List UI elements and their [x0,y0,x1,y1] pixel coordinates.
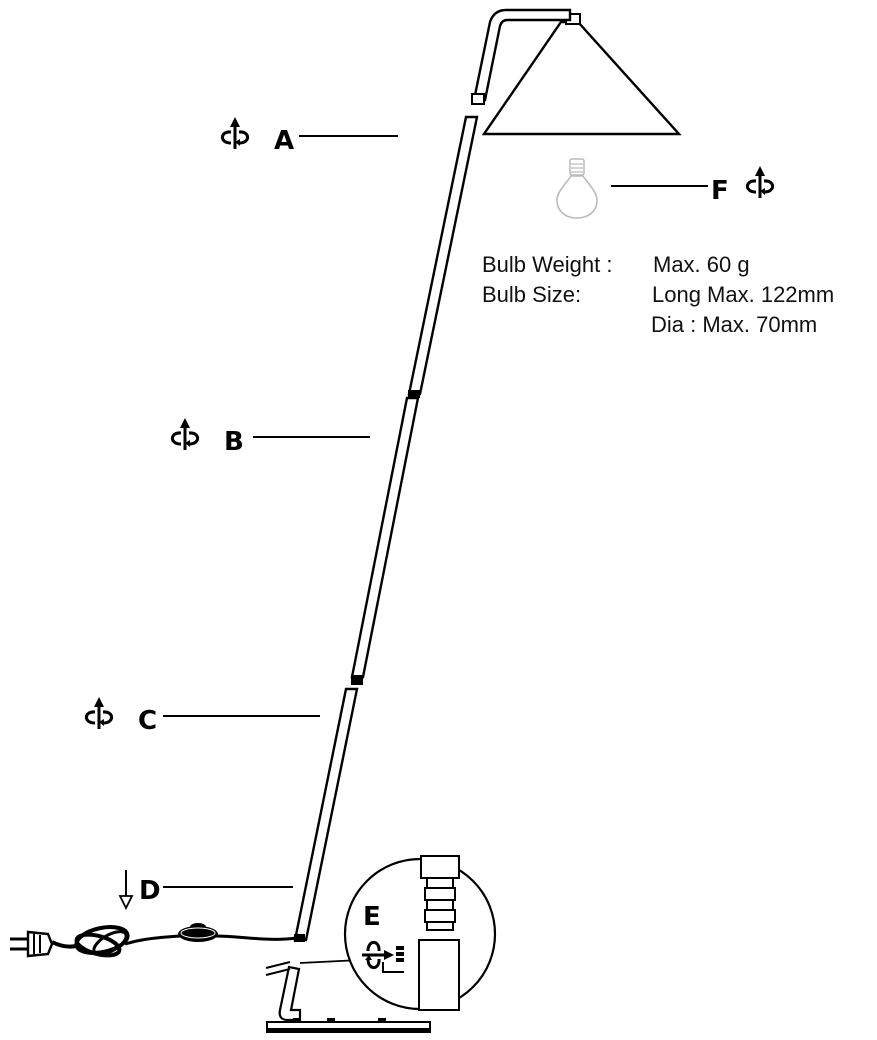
rotate-screw-icon [220,115,250,151]
bulb-size-long: Long Max. 122mm [652,282,834,307]
lamp-base [265,961,431,1033]
part-label-a: A [274,126,294,156]
pole-segment-b [350,396,420,679]
rotate-screw-icon [84,695,114,731]
part-label-e: E [363,902,381,932]
bulb-specs: Bulb Weight : Max. 60 g Bulb Size: Long … [482,252,834,337]
pole-segment-c [293,687,359,942]
bulb-size-dia: Dia : Max. 70mm [651,312,817,337]
detail-magnifier [299,855,497,1011]
pole-joint-ab [408,390,420,398]
pole-joint-bc [351,675,363,685]
part-label-c: C [138,706,157,736]
bulb-weight-label: Bulb Weight : [482,252,612,277]
foot-switch [178,923,218,942]
part-label-b: B [224,427,244,457]
bulb-size-label: Bulb Size: [482,282,581,307]
lamp-arc-tube [471,8,572,105]
light-bulb [556,158,598,219]
part-label-d: D [139,876,161,906]
bulb-weight-value: Max. 60 g [653,252,750,277]
lamp-shade [481,13,682,136]
part-label-f: F [711,176,729,206]
rotate-screw-icon [745,164,775,200]
pole-segment-a [407,115,479,396]
rotate-screw-icon [170,416,200,452]
power-cord [51,925,297,958]
power-plug [10,930,54,958]
push-down-arrow-icon [118,870,134,911]
pole-joint-cd [294,934,305,942]
